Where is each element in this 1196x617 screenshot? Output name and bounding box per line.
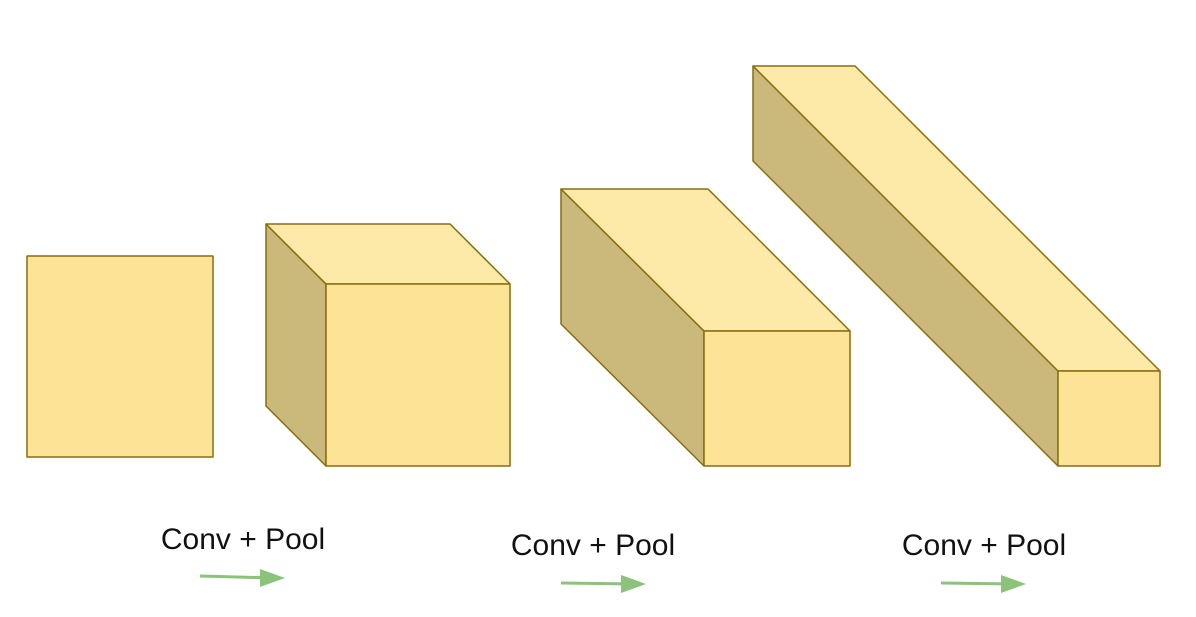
feature-map-volume-1 — [265, 223, 511, 467]
stage-label-3: Conv + Pool — [902, 529, 1066, 562]
right-arrow-icon — [560, 575, 646, 593]
feature-map-volume-2 — [560, 188, 851, 467]
right-arrow-icon — [940, 575, 1026, 593]
stage-label-2: Conv + Pool — [511, 529, 675, 562]
input-image-block — [26, 255, 214, 458]
feature-map-volume-3 — [752, 65, 1161, 467]
right-arrow-icon — [199, 569, 285, 587]
stage-label-1: Conv + Pool — [161, 523, 325, 556]
